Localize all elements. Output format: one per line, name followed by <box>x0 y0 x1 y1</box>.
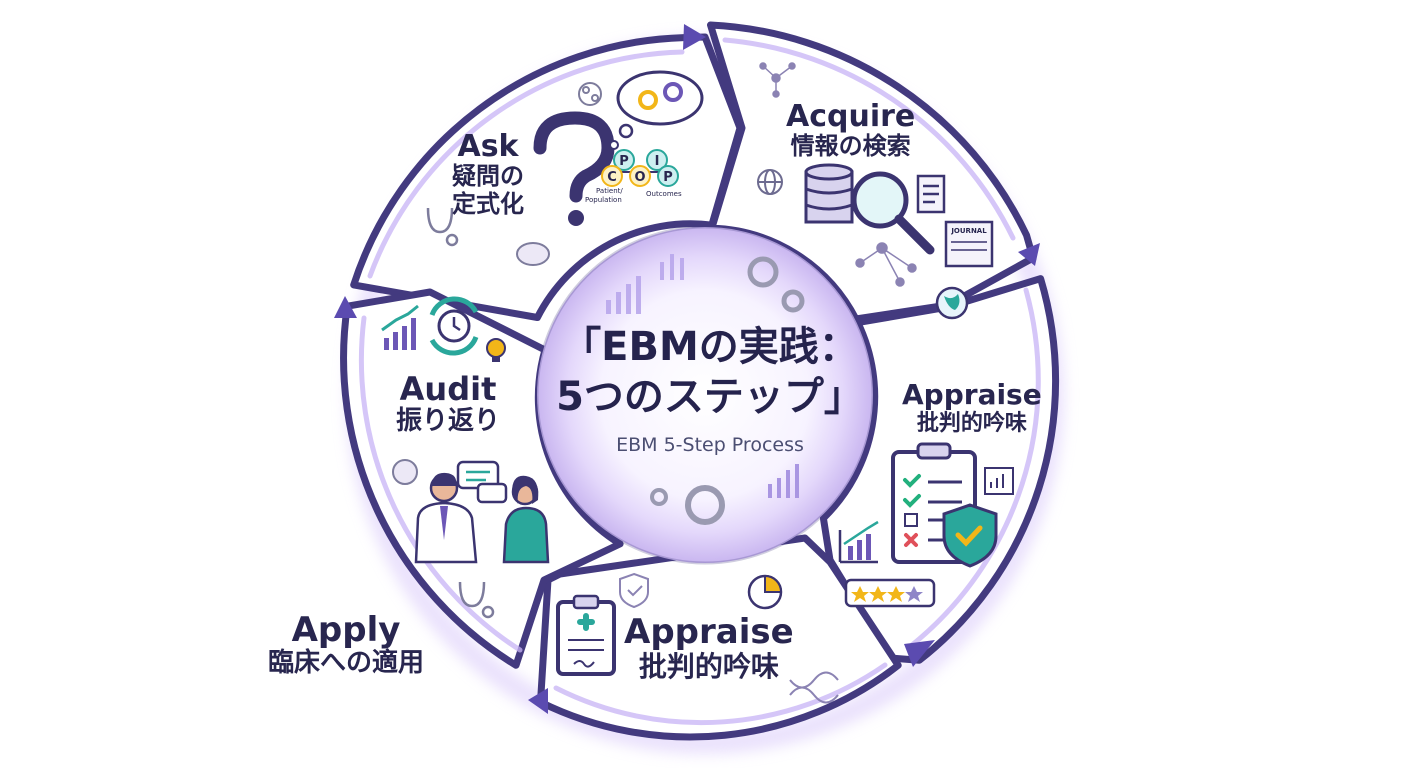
document-icon <box>916 174 946 214</box>
thought-bubble-icon <box>609 70 704 150</box>
step-appraise-bottom-en: Appraise <box>624 612 794 652</box>
pie-chart-icon <box>747 574 783 610</box>
center-subtitle: EBM 5-Step Process <box>616 434 804 456</box>
pico-caption: Population <box>585 196 622 204</box>
network-graph-icon <box>855 242 917 287</box>
magnifier-icon <box>851 171 935 255</box>
step-appraise-right-en: Appraise <box>902 378 1042 411</box>
globe-icon <box>757 169 783 195</box>
network-nodes-icon <box>759 62 796 98</box>
medical-clipboard-icon <box>556 594 616 676</box>
pico-caption: Outcomes <box>646 190 682 198</box>
doctor-patient-icon <box>414 472 550 564</box>
growth-chart-icon <box>838 520 879 564</box>
molecule-icon <box>578 82 602 106</box>
shield-outline-icon <box>619 572 649 609</box>
stethoscope-icon <box>426 207 459 247</box>
arrowhead-top <box>683 24 706 50</box>
pico-letter: C <box>607 170 617 185</box>
center-title: 「EBMの実践： 5つのステップ」 EBM 5-Step Process <box>520 322 900 456</box>
step-apply-jp: 臨床への適用 <box>268 648 425 679</box>
dna-icon <box>789 671 839 704</box>
refresh-clock-icon <box>429 296 479 356</box>
pico-letter: P <box>663 170 673 185</box>
step-audit: Audit 振り返り <box>396 370 501 437</box>
step-ask-en: Ask <box>457 129 519 164</box>
bar-chart-icon <box>984 467 1014 495</box>
lightbulb-icon <box>486 338 506 362</box>
center-bar-chart-bottom-icon <box>768 464 799 498</box>
shield-check-icon <box>942 503 998 568</box>
step-acquire-jp: 情報の検索 <box>790 132 911 160</box>
step-appraise-right-jp: 批判的吟味 <box>916 410 1027 436</box>
globe-map-icon <box>935 286 969 320</box>
step-audit-jp: 振り返り <box>396 406 501 437</box>
trend-chart-icon <box>381 304 419 350</box>
step-appraise-right: Appraise 批判的吟味 <box>902 378 1042 436</box>
database-icon <box>804 163 854 224</box>
center-title-line2: 5つのステップ」 <box>556 374 864 420</box>
arrowhead-left <box>334 296 357 318</box>
pico-letter: O <box>634 170 645 185</box>
rating-stars-icon <box>844 578 936 608</box>
pico-letter: I <box>655 154 660 169</box>
step-acquire: Acquire 情報の検索 <box>786 100 915 161</box>
journal-label: JOURNAL <box>950 227 987 235</box>
inner-highlights <box>358 37 1041 726</box>
center-title-line1: 「EBMの実践： <box>561 324 859 370</box>
step-audit-en: Audit <box>399 370 497 408</box>
cycle-arrowheads <box>334 24 1040 714</box>
pico-caption: Patient/ <box>596 187 623 195</box>
center-gear-bottom-icon <box>650 485 725 525</box>
step-apply: Apply 臨床への適用 <box>268 610 425 679</box>
bacteria-icon <box>516 242 550 266</box>
virus-icon <box>392 459 418 485</box>
pico-letter: P <box>619 154 629 169</box>
step-ask-jp: 疑問の <box>452 162 524 190</box>
center-bar-chart-top-icon <box>606 254 684 314</box>
step-ask-jp2: 定式化 <box>452 189 524 218</box>
step-ask: Ask 疑問の 定式化 <box>452 130 524 218</box>
step-appraise-bottom: Appraise 批判的吟味 <box>624 612 794 684</box>
arrowhead-bottom <box>528 688 548 714</box>
step-apply-en: Apply <box>291 610 401 650</box>
stethoscope-small-icon <box>458 581 495 619</box>
arrowhead-right <box>1018 243 1040 266</box>
center-gear-top-icon <box>747 256 805 313</box>
step-appraise-bottom-jp: 批判的吟味 <box>638 650 779 684</box>
speech-bubbles-icon <box>456 460 508 504</box>
arrowhead-bottom-right <box>904 640 935 667</box>
pico-framework-icon: P I C O P Patient/ Population Outcomes <box>585 149 682 204</box>
step-acquire-en: Acquire <box>786 99 916 134</box>
question-mark-icon <box>533 111 615 226</box>
journal-icon: JOURNAL <box>944 220 994 268</box>
